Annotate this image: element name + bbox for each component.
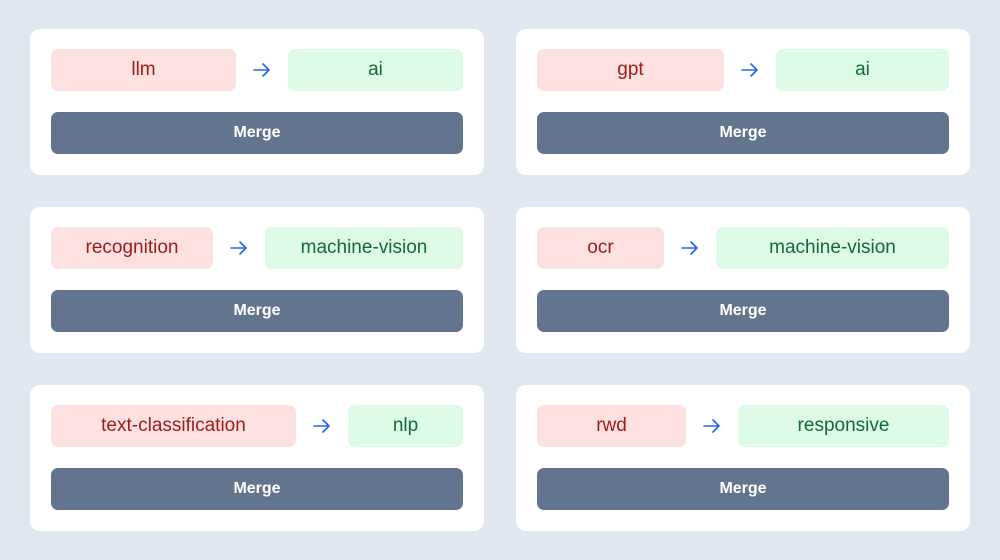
- tag-pair: rwd responsive: [537, 405, 949, 447]
- source-tag[interactable]: gpt: [537, 49, 724, 91]
- target-tag[interactable]: machine-vision: [265, 227, 463, 269]
- merge-card: gpt ai Merge: [516, 29, 970, 175]
- target-tag[interactable]: nlp: [348, 405, 463, 447]
- arrow-right-icon: [724, 63, 776, 77]
- merge-card: ocr machine-vision Merge: [516, 207, 970, 353]
- merge-card: text-classification nlp Merge: [30, 385, 484, 531]
- source-tag[interactable]: llm: [51, 49, 236, 91]
- tag-merge-grid: llm ai Merge gpt ai Merge recognition ma…: [30, 29, 970, 531]
- merge-card: rwd responsive Merge: [516, 385, 970, 531]
- tag-pair: recognition machine-vision: [51, 227, 463, 269]
- source-tag[interactable]: recognition: [51, 227, 213, 269]
- tag-pair: text-classification nlp: [51, 405, 463, 447]
- merge-button[interactable]: Merge: [537, 112, 949, 154]
- merge-card: llm ai Merge: [30, 29, 484, 175]
- tag-pair: ocr machine-vision: [537, 227, 949, 269]
- tag-pair: llm ai: [51, 49, 463, 91]
- merge-button[interactable]: Merge: [51, 468, 463, 510]
- target-tag[interactable]: ai: [288, 49, 463, 91]
- merge-card: recognition machine-vision Merge: [30, 207, 484, 353]
- merge-button[interactable]: Merge: [51, 290, 463, 332]
- merge-button[interactable]: Merge: [537, 290, 949, 332]
- arrow-right-icon: [213, 241, 265, 255]
- merge-button[interactable]: Merge: [537, 468, 949, 510]
- source-tag[interactable]: rwd: [537, 405, 686, 447]
- target-tag[interactable]: responsive: [738, 405, 949, 447]
- merge-button[interactable]: Merge: [51, 112, 463, 154]
- target-tag[interactable]: ai: [776, 49, 949, 91]
- arrow-right-icon: [296, 419, 348, 433]
- source-tag[interactable]: text-classification: [51, 405, 296, 447]
- arrow-right-icon: [664, 241, 716, 255]
- arrow-right-icon: [686, 419, 738, 433]
- target-tag[interactable]: machine-vision: [716, 227, 949, 269]
- arrow-right-icon: [236, 63, 288, 77]
- source-tag[interactable]: ocr: [537, 227, 664, 269]
- tag-pair: gpt ai: [537, 49, 949, 91]
